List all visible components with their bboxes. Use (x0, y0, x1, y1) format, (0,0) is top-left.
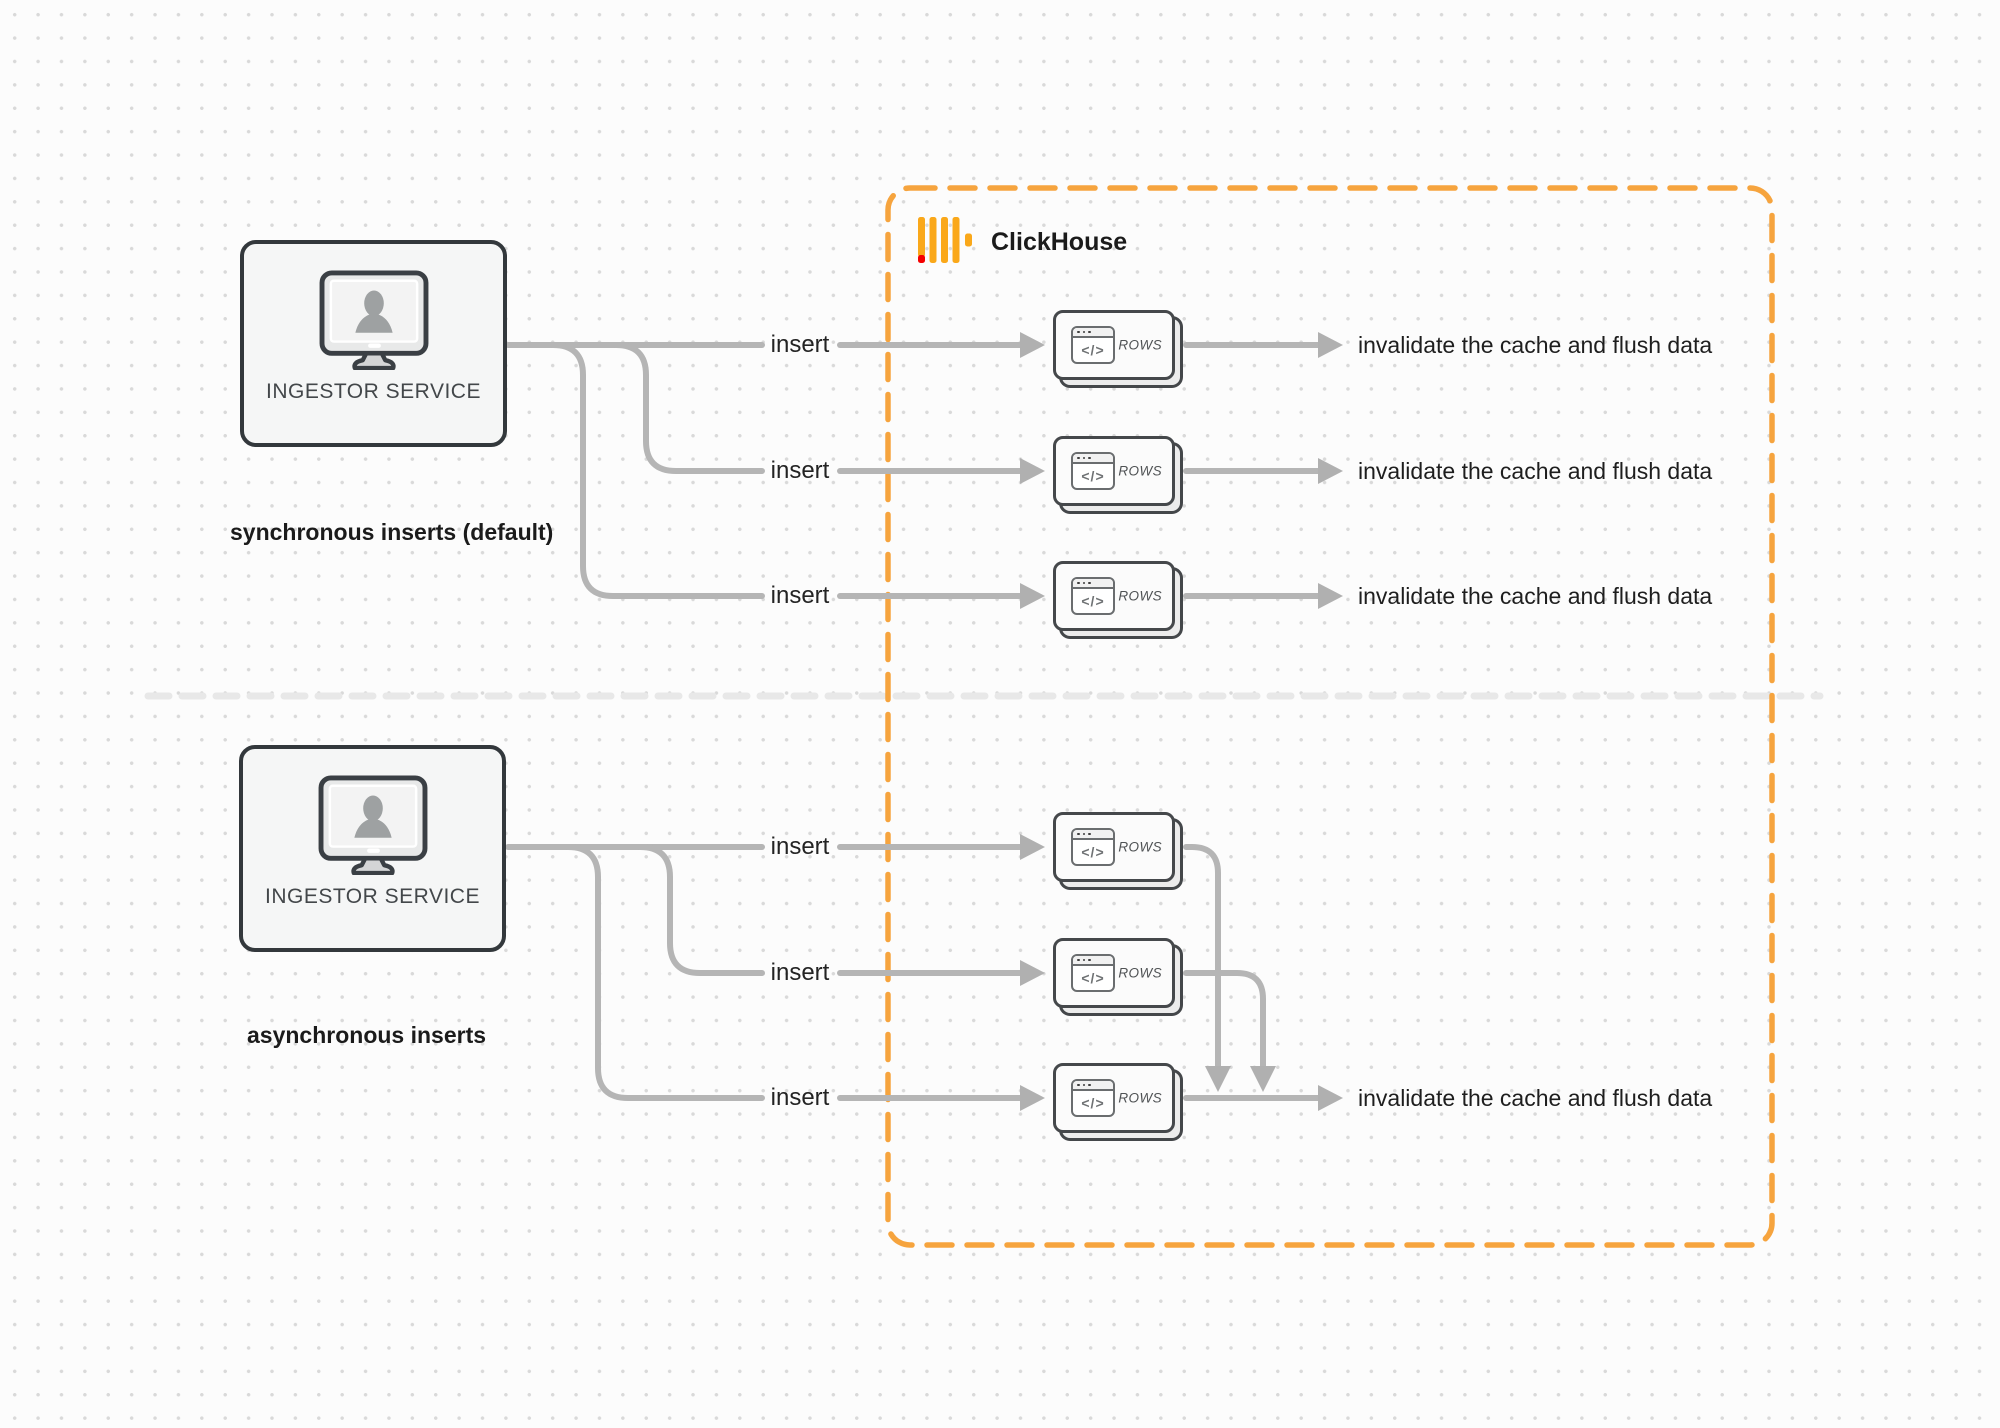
code-glyph: </> (1081, 969, 1105, 986)
arrowhead-icon (1020, 583, 1045, 609)
service-label: INGESTOR SERVICE (265, 885, 480, 908)
arrowhead-icon (1250, 1066, 1276, 1092)
insert-label: insert (770, 331, 830, 358)
code-glyph: </> (1081, 467, 1105, 484)
code-window-icon: </> (1071, 452, 1115, 490)
rows-card: </> ROWS (1053, 561, 1175, 631)
rows-card-label: ROWS (1118, 337, 1162, 353)
rows-card-label: ROWS (1118, 1090, 1162, 1106)
rows-card-label: ROWS (1118, 965, 1162, 981)
arrowhead-icon (1318, 332, 1343, 358)
clickhouse-label: ClickHouse (991, 228, 1128, 256)
result-label: invalidate the cache and flush data (1358, 458, 1713, 484)
connector-async-merge-1 (1183, 844, 1221, 1069)
rows-card: </> ROWS (1053, 1063, 1175, 1133)
result-label: invalidate the cache and flush data (1358, 332, 1713, 358)
arrowhead-icon (1318, 458, 1343, 484)
result-label: invalidate the cache and flush data (1358, 1085, 1713, 1111)
code-window-icon: </> (1071, 326, 1115, 364)
code-window-icon: </> (1071, 577, 1115, 615)
arrowhead-icon (1020, 1085, 1045, 1111)
arrowhead-icon (1020, 960, 1045, 986)
service-label: INGESTOR SERVICE (266, 380, 481, 403)
insert-label: insert (770, 959, 830, 986)
ingestor-service-box-sync: INGESTOR SERVICE (240, 240, 507, 447)
insert-label: insert (770, 1084, 830, 1111)
rows-card-label: ROWS (1118, 463, 1162, 479)
connector-sync-branch-3 (550, 342, 765, 599)
ingestor-service-box-async: INGESTOR SERVICE (239, 745, 506, 952)
code-glyph: </> (1081, 341, 1105, 358)
insert-label: insert (770, 457, 830, 484)
result-label: invalidate the cache and flush data (1358, 583, 1713, 609)
rows-card-label: ROWS (1118, 588, 1162, 604)
connector-async-merge-2 (1183, 970, 1266, 1069)
arrowhead-icon (1318, 1085, 1343, 1111)
arrowhead-icon (1205, 1066, 1231, 1092)
arrowhead-icon (1020, 332, 1045, 358)
connector-async-branch-2 (637, 844, 765, 976)
connector-sync-branch-2 (613, 342, 765, 474)
rows-card: </> ROWS (1053, 310, 1175, 380)
connector-async-branch-3 (565, 844, 765, 1101)
code-glyph: </> (1081, 843, 1105, 860)
user-monitor-icon (319, 270, 428, 370)
arrowhead-icon (1020, 458, 1045, 484)
sync-caption: synchronous inserts (default) (230, 519, 554, 545)
insert-label: insert (770, 833, 830, 860)
code-glyph: </> (1081, 592, 1105, 609)
rows-card: </> ROWS (1053, 436, 1175, 506)
code-window-icon: </> (1071, 954, 1115, 992)
async-caption: asynchronous inserts (247, 1022, 487, 1048)
rows-card: </> ROWS (1053, 938, 1175, 1008)
rows-card: </> ROWS (1053, 812, 1175, 882)
arrowhead-icon (1020, 834, 1045, 860)
rows-card-label: ROWS (1118, 839, 1162, 855)
arrowhead-icon (1318, 583, 1343, 609)
code-window-icon: </> (1071, 828, 1115, 866)
clickhouse-logo-icon (918, 217, 973, 268)
clickhouse-boundary (885, 185, 1775, 1248)
code-glyph: </> (1081, 1094, 1105, 1111)
user-monitor-icon (318, 775, 427, 875)
insert-label: insert (770, 582, 830, 609)
code-window-icon: </> (1071, 1079, 1115, 1117)
